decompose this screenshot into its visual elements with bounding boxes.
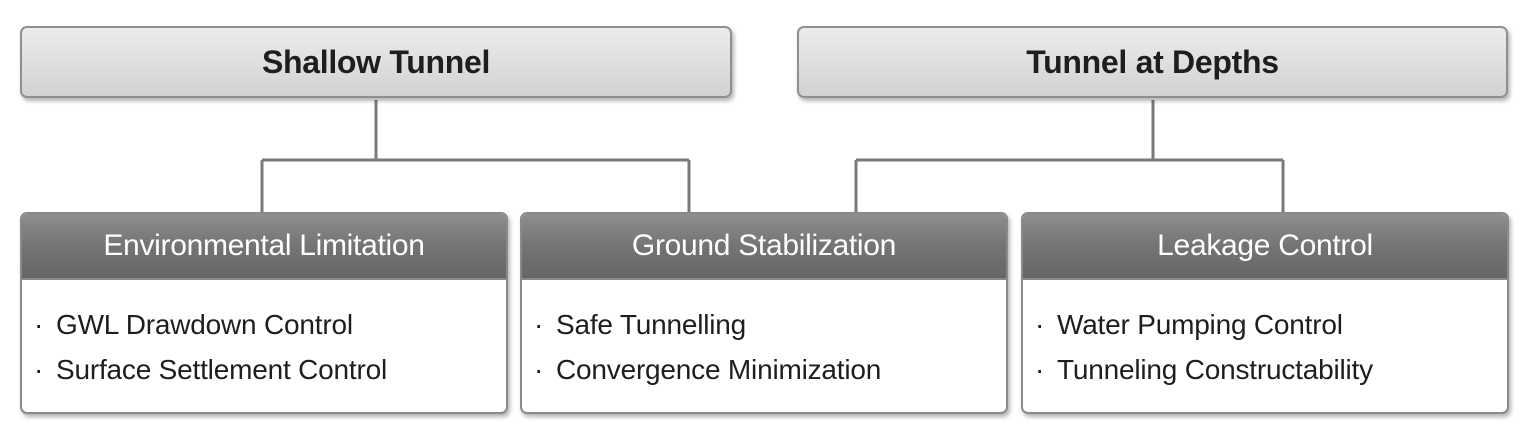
card-header: Ground Stabilization xyxy=(522,214,1006,280)
tunnel-at-depths-label: Tunnel at Depths xyxy=(1026,43,1279,80)
list-item: · Surface Settlement Control xyxy=(34,347,506,392)
leakage-control-card: Leakage Control · Water Pumping Control ·… xyxy=(1021,212,1509,414)
bullet: · xyxy=(534,309,544,340)
tunnel-at-depths-node: Tunnel at Depths xyxy=(797,26,1508,98)
list-item: · Tunneling Constructability xyxy=(1035,347,1507,392)
bullet: · xyxy=(534,354,544,385)
card-body: · GWL Drawdown Control · Surface Settlemen… xyxy=(22,280,506,392)
item-text: Tunneling Constructability xyxy=(1057,354,1373,385)
list-item: · Safe Tunnelling xyxy=(534,302,1006,347)
ground-stabilization-card: Ground Stabilization · Safe Tunnelling · C… xyxy=(520,212,1008,414)
item-text: Convergence Minimization xyxy=(556,354,882,385)
list-item: · GWL Drawdown Control xyxy=(34,302,506,347)
card-body: · Water Pumping Control · Tunneling Constr… xyxy=(1023,280,1507,392)
item-text: Safe Tunnelling xyxy=(556,309,747,340)
bullet: · xyxy=(1035,309,1045,340)
card-body: · Safe Tunnelling · Convergence Minimizati… xyxy=(522,280,1006,392)
item-text: Water Pumping Control xyxy=(1057,309,1343,340)
list-item: · Water Pumping Control xyxy=(1035,302,1507,347)
card-header: Environmental Limitation xyxy=(22,214,506,280)
item-text: GWL Drawdown Control xyxy=(56,309,353,340)
bullet: · xyxy=(34,354,44,385)
card-header: Leakage Control xyxy=(1023,214,1507,280)
bullet: · xyxy=(34,309,44,340)
environmental-limitation-card: Environmental Limitation · GWL Drawdown C… xyxy=(20,212,508,414)
bullet: · xyxy=(1035,354,1045,385)
card-title: Ground Stabilization xyxy=(631,229,897,262)
item-text: Surface Settlement Control xyxy=(56,354,387,385)
card-title: Leakage Control xyxy=(1157,229,1373,262)
card-title: Environmental Limitation xyxy=(103,229,425,262)
shallow-tunnel-label: Shallow Tunnel xyxy=(261,43,491,80)
connector-tunnel-at-depths xyxy=(854,100,1285,212)
list-item: · Convergence Minimization xyxy=(534,347,1006,392)
connector-shallow-tunnel xyxy=(260,100,691,212)
shallow-tunnel-node: Shallow Tunnel xyxy=(20,26,732,98)
